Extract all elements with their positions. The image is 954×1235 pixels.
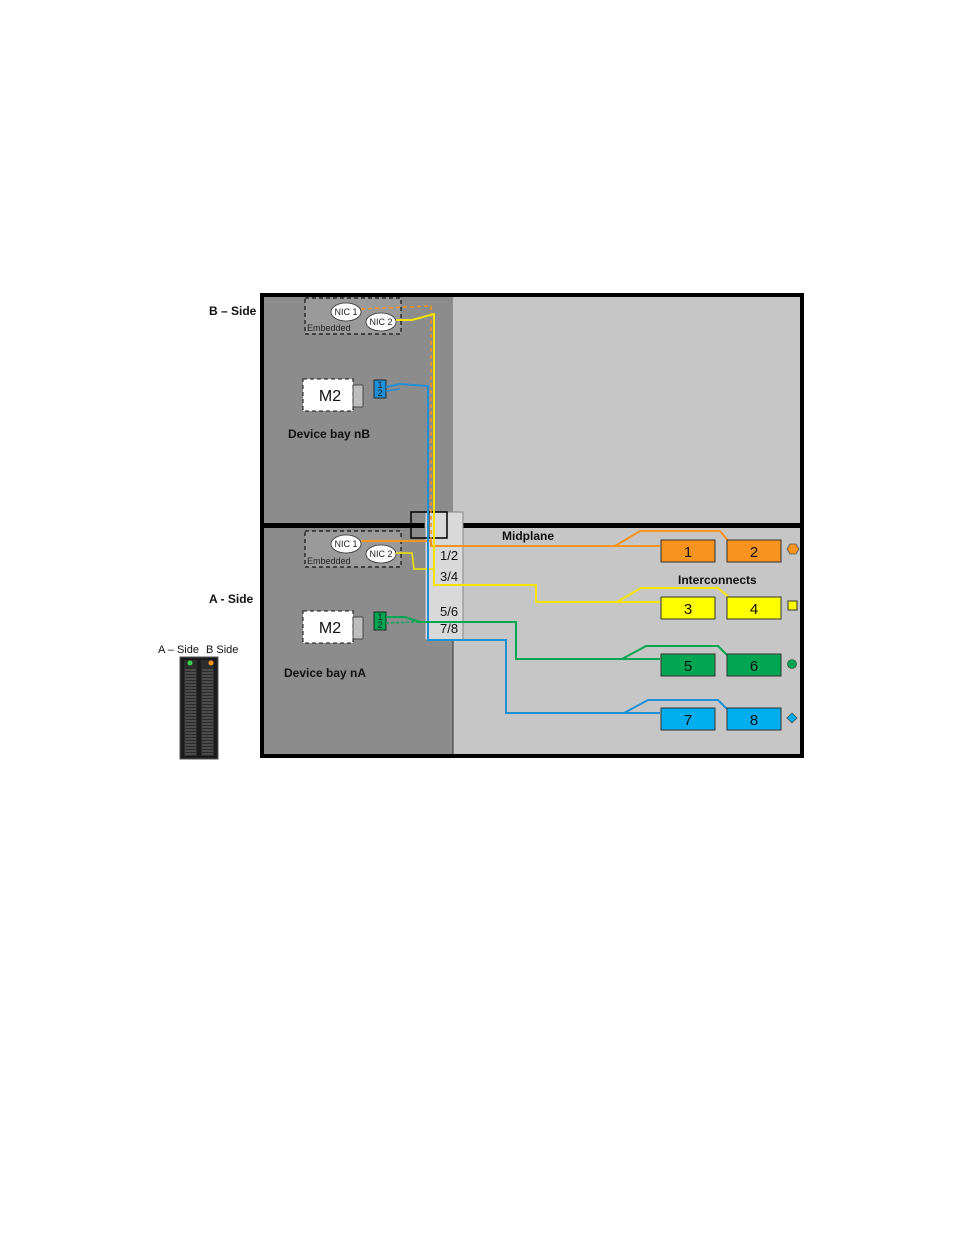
- interconnect-2-label: 2: [750, 544, 758, 561]
- interconnect-5-label: 5: [684, 658, 692, 675]
- bay-a-m2-label: M2: [319, 620, 341, 637]
- status-led-green-icon: [188, 661, 193, 666]
- bay-b-embedded-label: Embedded: [307, 323, 351, 333]
- midplane-port-1-2: 1/2: [440, 548, 458, 563]
- interconnect-pair-5-6: 5 6: [661, 654, 797, 676]
- status-led-orange-icon: [209, 661, 214, 666]
- interconnect-1-label: 1: [684, 544, 692, 561]
- circle-icon: [788, 660, 797, 669]
- interconnect-4-label: 4: [750, 601, 758, 618]
- interconnects-label: Interconnects: [678, 573, 757, 587]
- midplane-port-3-4: 3/4: [440, 569, 458, 584]
- bay-a-embedded-label: Embedded: [307, 556, 351, 566]
- interconnect-pair-7-8: 7 8: [661, 708, 797, 730]
- bay-b-m2-connector: [353, 385, 363, 407]
- bay-a-nic2-label: NIC 2: [369, 549, 392, 559]
- b-side-label: B – Side: [209, 304, 257, 318]
- interconnect-8-label: 8: [750, 712, 758, 729]
- midplane-label: Midplane: [502, 529, 554, 543]
- device-bay-na-label: Device bay nA: [284, 666, 366, 680]
- bay-b-right-panel: [453, 297, 800, 523]
- blade-thumbnail: [180, 657, 218, 759]
- interconnect-3-label: 3: [684, 601, 692, 618]
- midplane-divider: [260, 523, 804, 528]
- bay-a-nic1-label: NIC 1: [334, 539, 357, 549]
- bay-a-mezz-port-2: 2: [377, 620, 382, 630]
- legend-a-side-label: A – Side: [158, 644, 199, 656]
- a-side-label: A - Side: [209, 592, 254, 606]
- midplane-port-7-8: 7/8: [440, 621, 458, 636]
- bay-b-nic2-label: NIC 2: [369, 317, 392, 327]
- legend-b-side-label: B Side: [206, 644, 238, 656]
- midplane-port-5-6: 5/6: [440, 604, 458, 619]
- interconnect-pair-1-2: 1 2: [661, 540, 799, 562]
- bay-b-nic1-label: NIC 1: [334, 307, 357, 317]
- hexagon-icon: [787, 544, 799, 554]
- interconnect-7-label: 7: [684, 712, 692, 729]
- bay-b-m2-label: M2: [319, 388, 341, 405]
- bay-b-mezz-port-2: 2: [377, 388, 382, 398]
- square-icon: [788, 601, 797, 610]
- interconnect-6-label: 6: [750, 658, 758, 675]
- device-bay-nb-label: Device bay nB: [288, 427, 370, 441]
- interconnect-pair-3-4: 3 4: [661, 597, 797, 619]
- bay-a-m2-connector: [353, 617, 363, 639]
